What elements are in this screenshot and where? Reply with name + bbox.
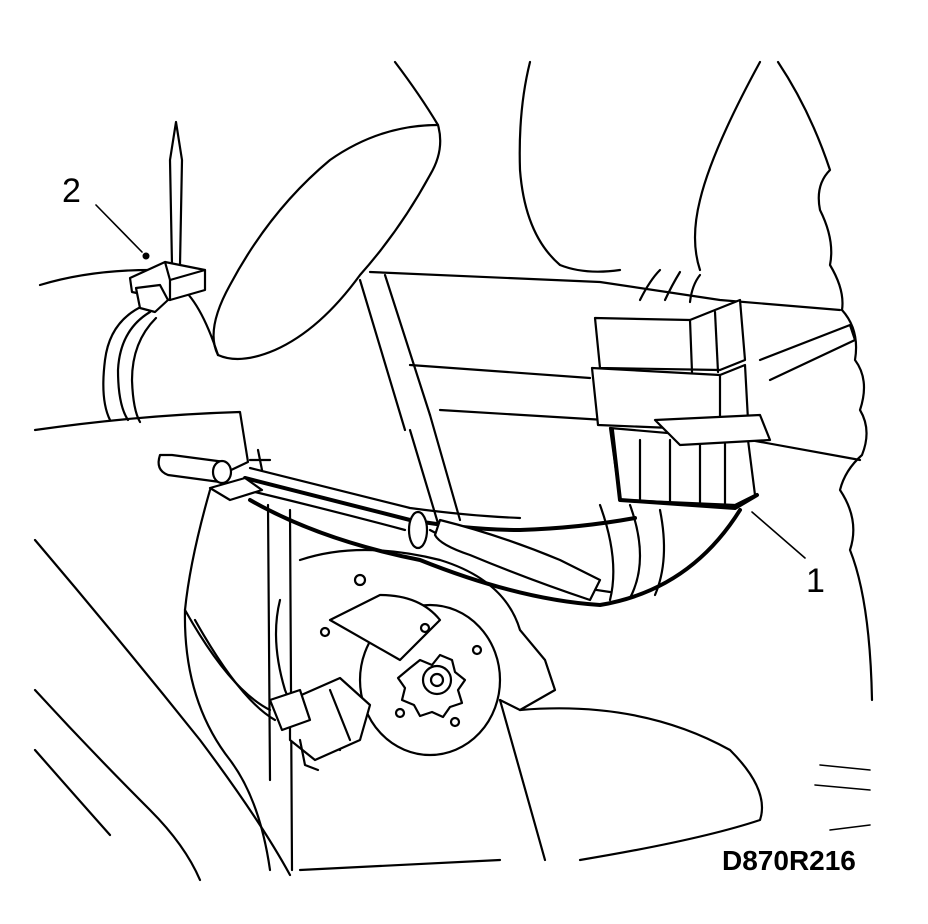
left-body-panel [33, 268, 294, 882]
callout-leader-2 [95, 204, 150, 260]
callout-leader-1 [751, 511, 806, 559]
upper-right-housing [518, 60, 844, 312]
right-edge-contour [814, 308, 874, 831]
pin-side-harness [102, 303, 158, 424]
motor-plug [183, 608, 372, 772]
callout-1-label: 1 [806, 562, 825, 600]
actuator-motor [274, 548, 557, 757]
upper-duct-shape [212, 60, 442, 361]
figure-code: D870R216 [722, 845, 856, 876]
callout-2-label: 2 [62, 172, 81, 210]
wiring-harness [243, 448, 742, 607]
harness-connector [590, 268, 772, 510]
harness-clip [157, 453, 264, 502]
lower-flap [298, 698, 764, 872]
housing-panel [358, 270, 862, 532]
release-pin [128, 120, 207, 314]
